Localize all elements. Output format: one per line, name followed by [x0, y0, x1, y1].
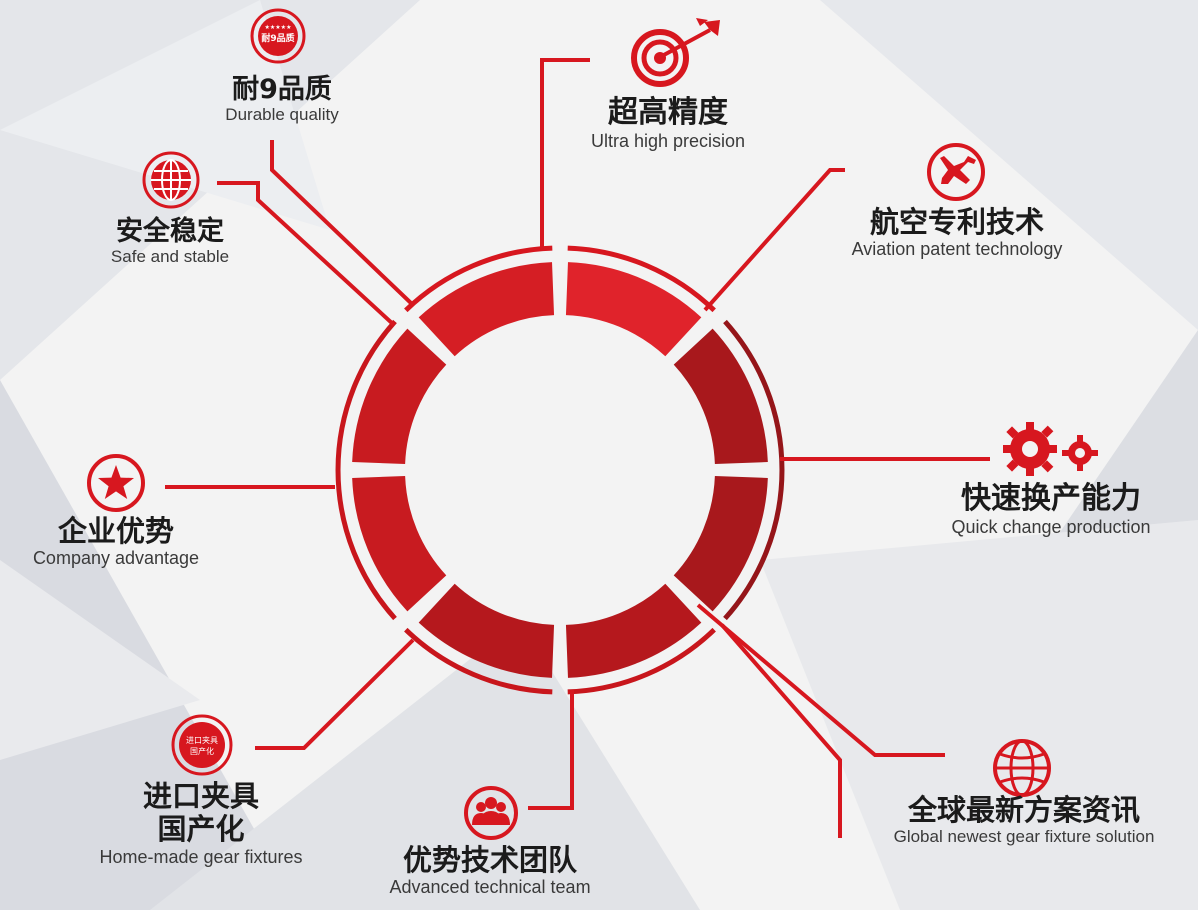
feature-subtitle: Safe and stable [110, 247, 230, 267]
svg-text:★★★★★: ★★★★★ [265, 24, 292, 31]
outer-arc-right [723, 319, 785, 621]
star-icon [86, 453, 146, 513]
feature-title: 航空专利技术 [869, 205, 1044, 239]
feature-title: 优势技术团队 [402, 843, 577, 877]
feature-title: 快速换产能力 [961, 481, 1141, 516]
outer-arc-top [404, 245, 553, 313]
connector-team [528, 690, 574, 810]
segment-right-upper [673, 328, 768, 465]
globe-icon [141, 150, 201, 210]
team-icon [459, 785, 523, 841]
connector-lines [165, 58, 990, 838]
segment-left-upper [352, 328, 447, 465]
feature-safe-and-stable: 安全稳定 Safe and stable [85, 216, 255, 267]
feature-durable-quality: 耐9品质 Durable quality [197, 74, 367, 125]
feature-title: 全球最新方案资讯 [907, 793, 1140, 827]
feature-ultra-high-precision: 超高精度 Ultra high precision [568, 95, 768, 151]
feature-title: 进口夹具 [142, 779, 259, 813]
segment-left-lower [352, 475, 447, 612]
svg-text:进口夹具: 进口夹具 [186, 735, 218, 745]
badge-icon: ★★★★★ 耐9品质 [250, 8, 306, 64]
gears-icon [1000, 420, 1102, 478]
outer-arc-top-left [567, 245, 716, 313]
feature-title: 超高精度 [608, 95, 728, 130]
feature-home-made-gear-fixtures: 进口夹具 国产化 Home-made gear fixtures [70, 779, 332, 867]
outer-rings [335, 245, 785, 695]
outer-arc-bottom-left [404, 627, 553, 695]
globe-icon [990, 736, 1054, 800]
feature-quick-change-production: 快速换产能力 Quick change production [920, 481, 1182, 537]
feature-subtitle: Ultra high precision [590, 130, 746, 151]
svg-text:国产化: 国产化 [190, 746, 214, 756]
feature-global-newest-solution: 全球最新方案资讯 Global newest gear fixture solu… [852, 793, 1196, 847]
svg-text:耐9品质: 耐9品质 [261, 32, 294, 44]
segment-bottom-right [565, 583, 702, 678]
badge-icon: 进口夹具 国产化 [170, 713, 234, 777]
feature-advanced-technical-team: 优势技术团队 Advanced technical team [358, 843, 622, 898]
connector-durable [270, 140, 415, 307]
connector-aviation [703, 168, 845, 312]
connector-global-b [720, 623, 842, 838]
segment-right-lower [673, 475, 768, 612]
feature-title: 耐9品质 [232, 74, 332, 105]
connector-safe [217, 181, 396, 327]
ring-segments [352, 262, 768, 678]
feature-title: 安全稳定 [116, 216, 224, 247]
feature-subtitle: Quick change production [951, 516, 1151, 537]
feature-company-advantage: 企业优势 Company advantage [8, 514, 224, 569]
feature-title-line2: 国产化 [157, 812, 245, 847]
feature-title: 企业优势 [57, 514, 174, 548]
airplane-icon [924, 140, 988, 204]
outer-arc-bottom-right [567, 627, 716, 695]
outer-arc-left [335, 319, 397, 621]
connector-global [696, 603, 945, 757]
feature-subtitle: Durable quality [225, 105, 339, 125]
segment-bottom-left [418, 583, 555, 678]
feature-subtitle: Global newest gear fixture solution [893, 827, 1155, 847]
feature-subtitle: Company advantage [32, 548, 200, 569]
connector-homemade [255, 638, 415, 750]
segment-top-left [418, 262, 555, 357]
feature-subtitle: Advanced technical team [389, 877, 591, 898]
feature-aviation-patent-technology: 航空专利技术 Aviation patent technology [824, 205, 1090, 260]
feature-subtitle: Home-made gear fixtures [99, 846, 303, 867]
feature-subtitle: Aviation patent technology [851, 239, 1063, 260]
segment-top-right [565, 262, 702, 357]
connector-precision [540, 58, 590, 250]
target-icon [626, 18, 726, 88]
